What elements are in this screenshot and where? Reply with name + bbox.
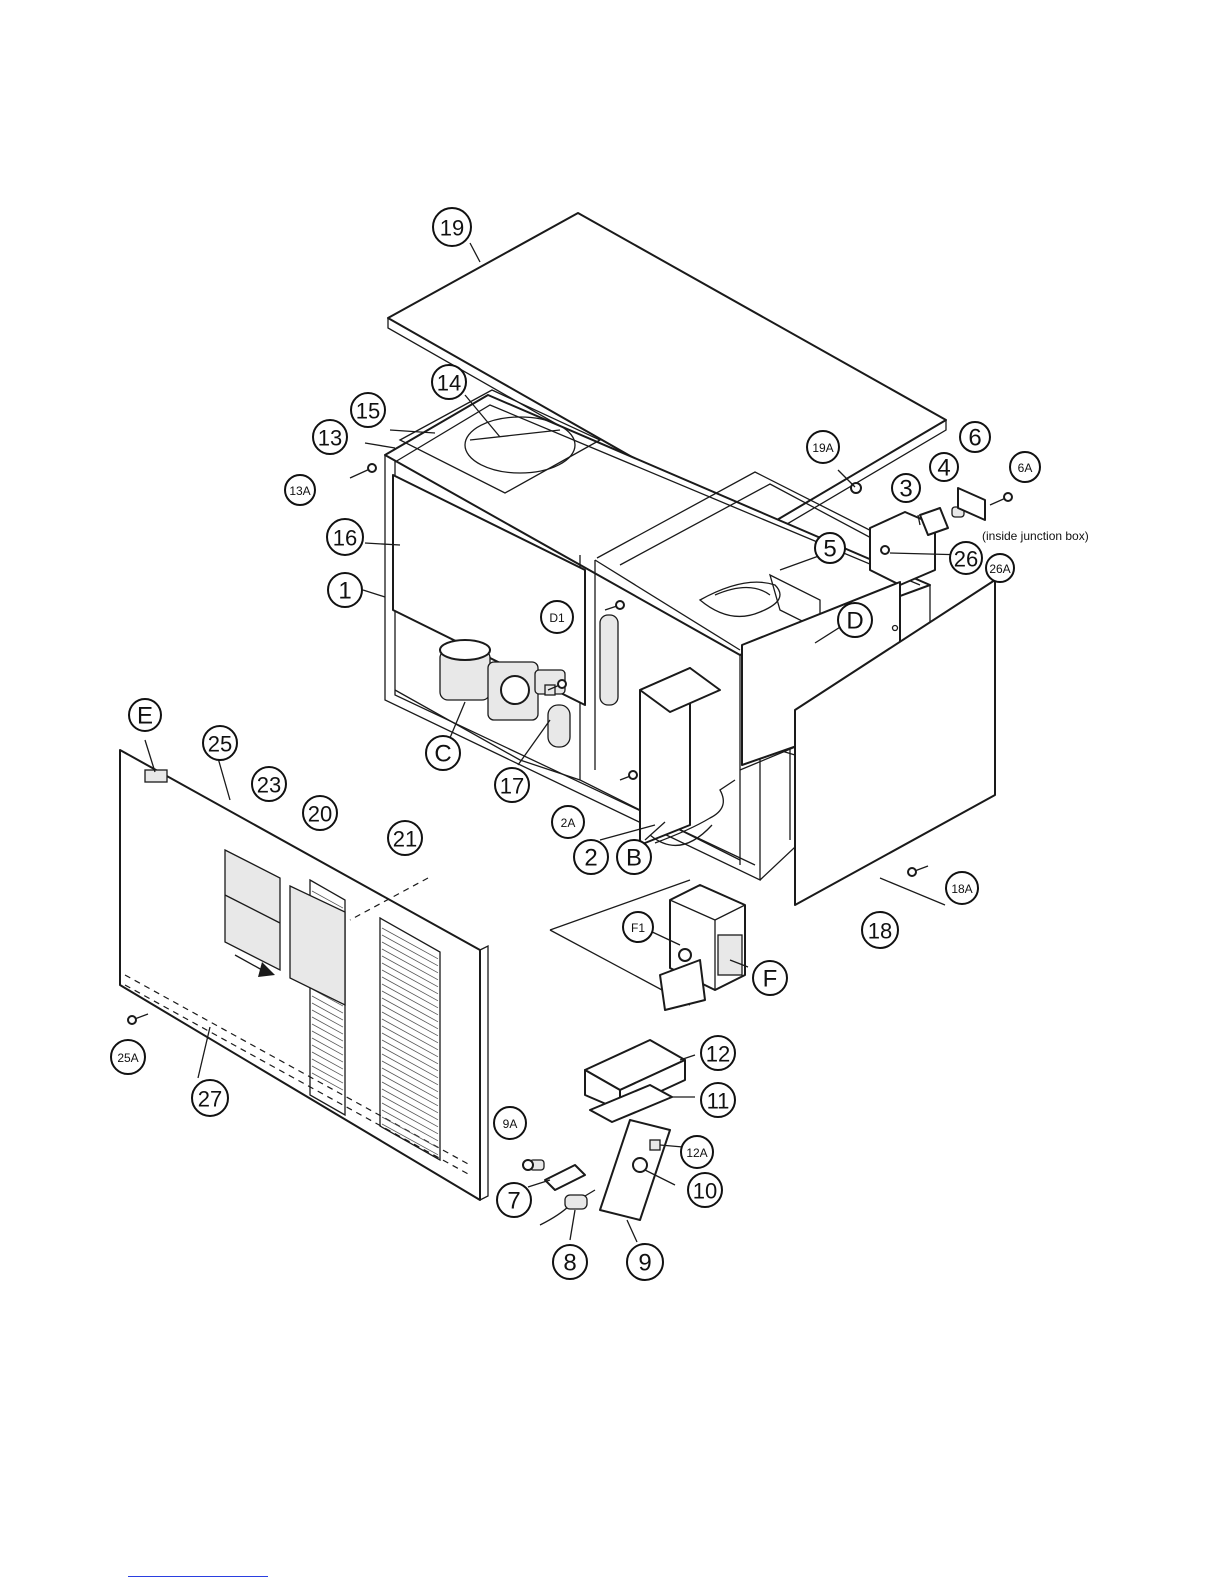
callout-25A: 25A [111, 1040, 145, 1074]
callout-12: 12 [701, 1036, 735, 1070]
callout-6A: 6A [1010, 452, 1040, 482]
screw-13A [350, 464, 376, 478]
callout-10: 10 [688, 1173, 722, 1207]
callout-label: 16 [333, 526, 357, 551]
callout-label: F1 [631, 921, 645, 935]
callout-label: 25 [208, 732, 232, 757]
callout-D1: D1 [541, 601, 573, 633]
switch-assembly [530, 1160, 595, 1225]
callout-label: 2 [584, 845, 597, 872]
callout-F1: F1 [623, 912, 653, 942]
callout-5: 5 [815, 533, 845, 563]
callout-19: 19 [433, 208, 471, 246]
callout-label: 20 [308, 802, 332, 827]
callout-label: 18 [868, 919, 892, 944]
callout-14: 14 [432, 365, 466, 399]
callout-17: 17 [495, 768, 529, 802]
callout-label: 8 [563, 1250, 576, 1277]
callout-9A: 9A [494, 1107, 526, 1139]
callout-label: 21 [393, 827, 417, 852]
callout-9: 9 [627, 1244, 663, 1280]
callout-18: 18 [862, 912, 898, 948]
callout-11: 11 [701, 1083, 735, 1117]
callout-label: 4 [937, 455, 950, 482]
callout-label: 19 [440, 216, 464, 241]
callout-label: 12A [686, 1146, 707, 1160]
callout-13A: 13A [285, 475, 315, 505]
callout-3: 3 [892, 474, 920, 503]
callout-label: 27 [198, 1087, 222, 1112]
callout-label: 14 [437, 371, 461, 396]
callout-label: 13 [318, 426, 342, 451]
control-box [600, 615, 720, 845]
callout-label: 3 [899, 476, 912, 503]
callout-1: 1 [328, 573, 362, 607]
callout-F: F [753, 961, 787, 995]
callout-8: 8 [553, 1245, 587, 1279]
callout-19A: 19A [807, 431, 839, 463]
screw-18A [908, 866, 928, 876]
callout-label: C [434, 741, 451, 768]
callout-18A: 18A [946, 872, 978, 904]
callout-label: 9A [503, 1117, 518, 1131]
page-link-underline [128, 1576, 268, 1577]
callout-label: 23 [257, 773, 281, 798]
callout-25: 25 [203, 726, 237, 760]
callout-E: E [129, 699, 161, 731]
callout-16: 16 [327, 519, 363, 555]
callout-label: E [137, 703, 153, 730]
callout-12A: 12A [681, 1136, 713, 1168]
callout-20: 20 [303, 796, 337, 830]
callout-4: 4 [930, 453, 958, 482]
callout-label: 7 [507, 1188, 520, 1215]
callout-label: 25A [117, 1051, 138, 1065]
callout-23: 23 [252, 767, 286, 801]
screw-25A [128, 1014, 148, 1024]
callout-label: D [846, 608, 863, 635]
callout-label: 15 [356, 399, 380, 424]
callout-7: 7 [497, 1183, 531, 1217]
callout-15: 15 [351, 393, 385, 427]
callout-2A: 2A [552, 806, 584, 838]
callout-C: C [426, 736, 460, 770]
callout-label: 5 [823, 536, 836, 563]
screw-D1 [605, 601, 624, 610]
screw-2A [620, 771, 637, 780]
callout-label: 2A [561, 816, 576, 830]
callout-label: 12 [706, 1042, 730, 1067]
callout-label: D1 [549, 611, 565, 625]
callout-label: F [763, 966, 778, 993]
callout-label: 10 [693, 1179, 717, 1204]
callout-label: 1 [338, 578, 351, 605]
callout-label: 19A [812, 441, 833, 455]
screw-9A [523, 1160, 533, 1170]
callout-label: 9 [638, 1250, 651, 1277]
callout-21: 21 [388, 821, 422, 855]
callout-label: 18A [951, 882, 972, 896]
callout-D: D [838, 603, 872, 637]
callout-label: 6 [968, 425, 981, 452]
callout-27: 27 [192, 1080, 228, 1116]
switch-plate [600, 1120, 670, 1220]
callout-2: 2 [574, 840, 608, 874]
transformer [550, 880, 745, 1010]
callout-label: 6A [1018, 461, 1033, 475]
callout-label: 26 [954, 547, 978, 572]
callout-6: 6 [960, 422, 990, 452]
callout-label: 13A [289, 484, 310, 498]
callout-label: 11 [707, 1089, 730, 1114]
callout-26: 26 [950, 542, 982, 574]
callout-B: B [617, 840, 651, 874]
callout-label: B [626, 845, 642, 872]
callout-26A: 26A [986, 554, 1014, 582]
screw-6A [990, 493, 1012, 505]
junction-box-note: (inside junction box) [982, 529, 1089, 543]
callout-label: 26A [989, 562, 1010, 576]
callout-label: 17 [500, 774, 524, 799]
callout-13: 13 [313, 420, 347, 454]
